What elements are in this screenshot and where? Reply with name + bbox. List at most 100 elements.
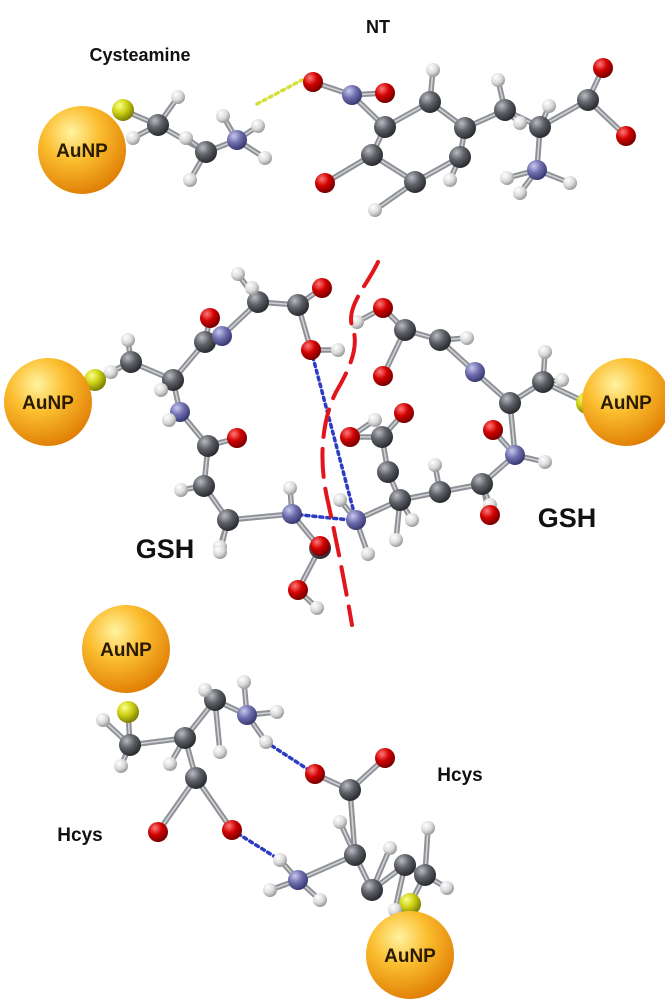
carbon-atom [577, 89, 599, 111]
oxygen-atom [394, 403, 414, 423]
carbon-atom [449, 146, 471, 168]
carbon-atom [404, 171, 426, 193]
hydrogen-atom [213, 545, 227, 559]
hydrogen-atom [440, 881, 454, 895]
hydrogen-atom [216, 109, 230, 123]
carbon-atom [532, 371, 554, 393]
aunp-particle: AuNP [82, 605, 170, 693]
nitrogen-atom [465, 362, 485, 382]
hydrogen-atom [231, 267, 245, 281]
gsh-label-right: GSH [538, 503, 597, 533]
hydrogen-atom [162, 413, 176, 427]
carbon-atom [217, 509, 239, 531]
carbon-atom [361, 879, 383, 901]
hydrogen-atom [361, 547, 375, 561]
aunp-particle: AuNP [4, 358, 92, 446]
carbon-atom [361, 144, 383, 166]
hydrogen-atom [179, 131, 193, 145]
hydrogen-atom [270, 705, 284, 719]
aunp-label: AuNP [384, 946, 436, 967]
carbon-atom [374, 116, 396, 138]
carbon-atom [119, 734, 141, 756]
carbon-atom [247, 291, 269, 313]
aunp-label: AuNP [100, 640, 152, 661]
hydrogen-bond [309, 348, 358, 522]
sulfur-atom [84, 369, 106, 391]
hydrogen-bonds-layer [230, 78, 358, 862]
carbon-atom [529, 116, 551, 138]
oxygen-atom [301, 340, 321, 360]
hydrogen-atom [258, 151, 272, 165]
atoms-layer [84, 58, 636, 917]
hydrogen-bond [255, 78, 304, 106]
oxygen-atom [222, 820, 242, 840]
oxygen-atom [375, 83, 395, 103]
carbon-atom [414, 864, 436, 886]
hydrogen-atom [421, 821, 435, 835]
gsh-label-left: GSH [136, 534, 195, 564]
oxygen-atom [340, 427, 360, 447]
hydrogen-atom [389, 533, 403, 547]
carbon-atom [194, 331, 216, 353]
oxygen-atom [616, 126, 636, 146]
nitrogen-atom [237, 705, 257, 725]
carbon-atom [120, 351, 142, 373]
hcys-label-left: Hcys [57, 825, 102, 846]
hydrogen-atom [333, 493, 347, 507]
hydrogen-atom [350, 315, 364, 329]
aunp-label: AuNP [56, 141, 108, 162]
carbon-atom [287, 294, 309, 316]
carbon-atom [429, 329, 451, 351]
nitrogen-atom [227, 130, 247, 150]
hydrogen-atom [513, 186, 527, 200]
nitrogen-atom [527, 160, 547, 180]
carbon-atom [471, 473, 493, 495]
carbon-atom [377, 461, 399, 483]
oxygen-atom [483, 420, 503, 440]
carbon-atom [197, 435, 219, 457]
carbon-atom [339, 779, 361, 801]
aunp-particle: AuNP [366, 911, 454, 999]
hydrogen-atom [96, 713, 110, 727]
carbon-atom [162, 369, 184, 391]
hydrogen-atom [428, 458, 442, 472]
sulfur-atom [117, 701, 139, 723]
nitrogen-atom [346, 510, 366, 530]
oxygen-atom [148, 822, 168, 842]
hydrogen-atom [555, 373, 569, 387]
sulfur-atom [399, 893, 421, 915]
hydrogen-atom [273, 853, 287, 867]
hcys-label-right: Hcys [437, 765, 482, 786]
hydrogen-atom [163, 757, 177, 771]
aunp-particle: AuNP [38, 106, 126, 194]
oxygen-atom [305, 764, 325, 784]
hydrogen-atom [126, 131, 140, 145]
hydrogen-atom [104, 365, 118, 379]
hydrogen-atom [500, 171, 514, 185]
oxygen-atom [227, 428, 247, 448]
nitrogen-atom [342, 85, 362, 105]
carbon-atom [195, 141, 217, 163]
carbon-atom [499, 392, 521, 414]
hydrogen-atom [154, 383, 168, 397]
nitrogen-atom [288, 870, 308, 890]
oxygen-atom [375, 748, 395, 768]
carbon-atom [174, 727, 196, 749]
hydrogen-atom [460, 331, 474, 345]
cysteamine-label: Cysteamine [89, 45, 190, 65]
oxygen-atom [373, 366, 393, 386]
hydrogen-atom [333, 815, 347, 829]
carbon-atom [454, 117, 476, 139]
hydrogen-atom [542, 99, 556, 113]
hydrogen-atom [383, 841, 397, 855]
hydrogen-atom [563, 176, 577, 190]
oxygen-atom [315, 173, 335, 193]
carbon-atom [147, 114, 169, 136]
hydrogen-atom [245, 281, 259, 295]
hydrogen-atom [174, 483, 188, 497]
sulfur-atom [112, 99, 134, 121]
hydrogen-atom [368, 413, 382, 427]
carbon-atom [193, 475, 215, 497]
carbon-atom [344, 844, 366, 866]
hydrogen-atom [259, 735, 273, 749]
